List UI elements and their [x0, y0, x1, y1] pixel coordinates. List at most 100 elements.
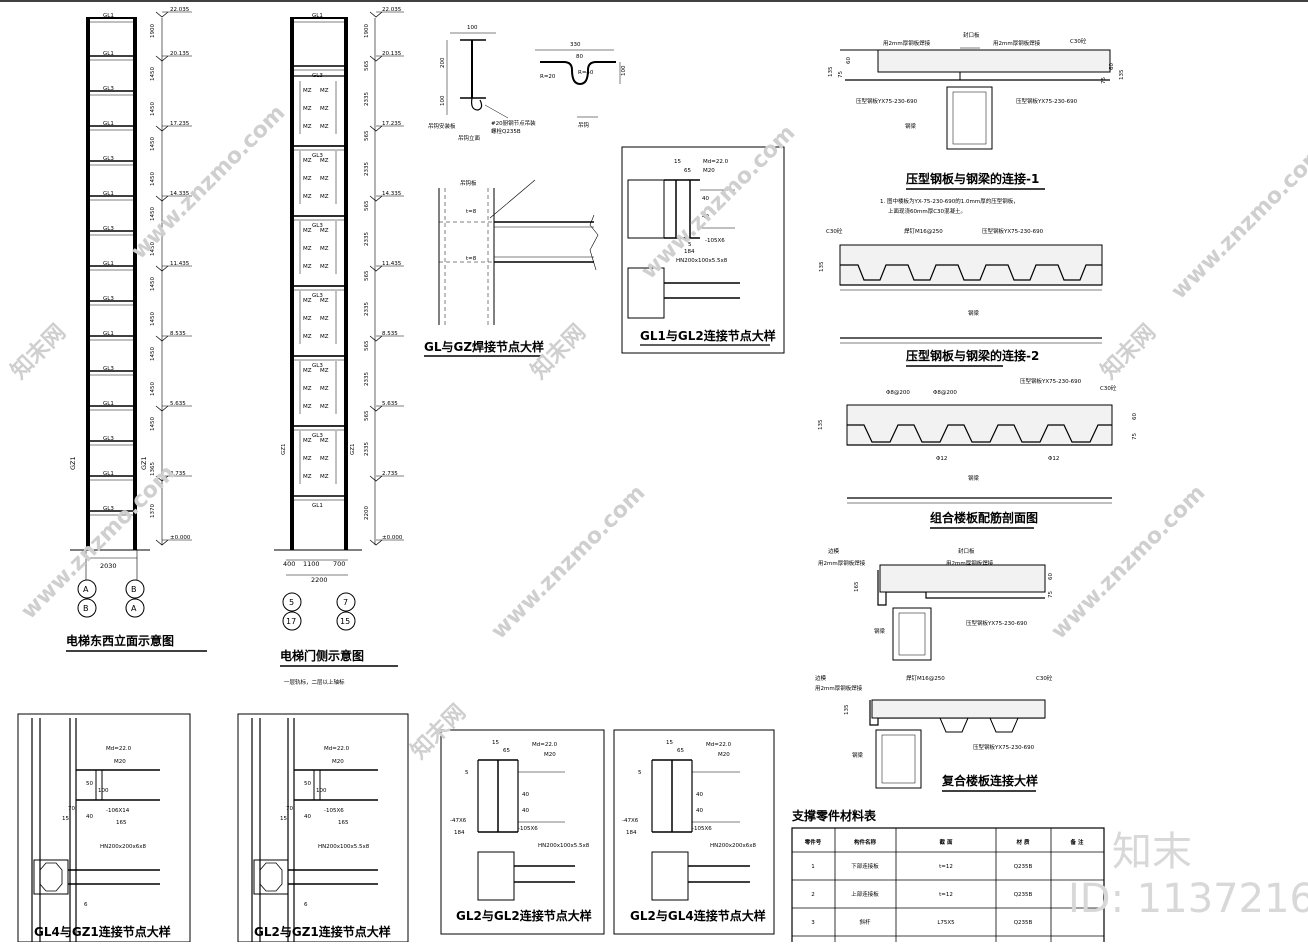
g12-5: 5 — [688, 242, 692, 248]
gz-label-plate: 吊钩板 — [460, 179, 477, 187]
gg4-105x6: -105X6 — [692, 826, 712, 832]
axis-a-top: A — [83, 585, 89, 594]
door-level-mark — [369, 55, 383, 62]
gl2-gz1-detail: Md=22.0 M20 50 100 -105X6 165 70 15 40 H… — [237, 713, 409, 943]
g12-40a: 40 — [702, 196, 709, 202]
d3-phi12-b: Φ12 — [1048, 456, 1059, 462]
gg-47x6: -47X6 — [450, 818, 467, 824]
d4-weld-left: 用2mm厚钢板焊接 — [818, 559, 866, 567]
deck1-note-1: 1. 图中楼板为YX-75-230-690的1.0mm厚的压型钢板， — [880, 197, 1019, 205]
watermark-7: www.znzmo.com — [17, 460, 181, 624]
hook-label-2: 吊钩立面 — [458, 134, 481, 142]
d3-deck: 压型钢板YX75-230-690 — [1020, 377, 1082, 385]
door-level-mark — [369, 125, 383, 132]
gl4-gz1-title: GL4与GZ1连接节点大样 — [34, 924, 171, 939]
beam-label: GL3 — [103, 296, 114, 302]
door-beam-label: GL3 — [312, 153, 323, 159]
d3-beam: 钢梁 — [968, 474, 980, 482]
g2z-165: 165 — [338, 820, 349, 826]
mz-label: MZ — [320, 298, 329, 304]
mz-label: MZ — [320, 368, 329, 374]
d1-60r: 60 — [1109, 63, 1115, 70]
beam-label: GL1 — [103, 261, 114, 267]
deck-edge-detail: 边模 用2mm厚钢板焊接 封口板 用2mm厚钢板焊接 压型钢板YX75-230-… — [818, 547, 1054, 661]
hook-label-3: #20厨钢节点吊装 — [491, 119, 536, 127]
level-value: ±0.000 — [170, 535, 191, 541]
g12-184: 184 — [684, 249, 695, 255]
beam-label: GL3 — [103, 366, 114, 372]
d3-75: 75 — [1132, 433, 1138, 440]
axis-b-bottom: B — [83, 604, 89, 613]
door-level-mark — [369, 405, 383, 412]
deck-reinforcement-section: Φ8@200 Φ8@200 压型钢板YX75-230-690 C30砼 Φ12 … — [818, 377, 1138, 529]
d4-165: 165 — [854, 581, 860, 592]
d4-60: 60 — [1048, 573, 1054, 580]
gz-t8-1: t=8 — [466, 209, 477, 215]
d4-beam: 钢梁 — [874, 627, 886, 635]
gl4-gz1-detail: Md=22.0 M20 50 100 -106X14 165 70 15 40 … — [17, 713, 191, 943]
door-dim: 565 — [364, 200, 370, 211]
beam-label: GL3 — [103, 156, 114, 162]
beam-label: GL1 — [103, 51, 114, 57]
table-cell: 2 — [811, 892, 815, 898]
d1-75r: 75 — [1101, 77, 1107, 84]
deck1-title: 压型钢板与钢梁的连接-1 — [906, 171, 1039, 186]
watermark-id: ID: 1137216208 — [1068, 876, 1308, 922]
mz-label: MZ — [303, 264, 312, 270]
table-cell: 3 — [811, 920, 815, 926]
watermarks: www.znzmo.com 知末网 知末网 www.znzmo.com 知末网 … — [6, 100, 1308, 922]
door-level-value: 2.735 — [382, 471, 398, 477]
table-header: 材 质 — [1017, 838, 1030, 846]
left-width-dim: 2030 — [100, 562, 117, 570]
d1-weld-left: 用2mm厚钢板焊接 — [883, 39, 931, 47]
elev-dim: 1365 — [150, 462, 156, 476]
d3-phi8-b: Φ8@200 — [933, 390, 957, 396]
mz-label: MZ — [303, 298, 312, 304]
gg4-65: 65 — [677, 748, 684, 754]
gl2-gl4-detail: 15 65 Md=22.0 M20 5 -47X6 184 -105X6 HN2… — [613, 729, 775, 935]
gg4-40b: 40 — [696, 808, 703, 814]
beam-label: GL3 — [103, 86, 114, 92]
g12-15: 15 — [674, 159, 681, 165]
g4z-70: 70 — [68, 806, 75, 812]
mz-label: MZ — [303, 106, 312, 112]
gg-184: 184 — [454, 830, 465, 836]
axis-15: 15 — [340, 617, 350, 626]
hook-dim-330: 330 — [570, 42, 581, 48]
table-cell: Q235B — [1014, 864, 1033, 870]
gg-105x6: -105X6 — [518, 826, 538, 832]
mz-label: MZ — [320, 264, 329, 270]
d3-phi8-a: Φ8@200 — [886, 390, 910, 396]
level-mark — [155, 11, 169, 18]
door-level-value: 14.335 — [382, 191, 402, 197]
watermark-2: 知末网 — [6, 319, 71, 384]
g2z-50: 50 — [304, 781, 311, 787]
table-cell: L75X5 — [937, 920, 955, 926]
door-level-value: 11.435 — [382, 261, 402, 267]
hook-label-1: 吊钩安装板 — [428, 122, 456, 130]
level-value: 20.135 — [170, 51, 190, 57]
door-level-mark — [369, 265, 383, 272]
table-cell: Q235B — [1014, 920, 1033, 926]
gz-t8-2: t=8 — [466, 256, 477, 262]
door-dim: 2335 — [364, 162, 370, 176]
d3-phi12-a: Φ12 — [936, 456, 947, 462]
axis-5: 5 — [289, 598, 294, 607]
door-level-value: 20.135 — [382, 51, 402, 57]
d2-beam: 钢梁 — [968, 309, 980, 317]
left-col-label: GZ1 — [69, 456, 77, 470]
elev-dim: 1450 — [150, 312, 156, 326]
mz-label: MZ — [320, 456, 329, 462]
gl2-gl2-title: GL2与GL2连接节点大样 — [456, 908, 592, 923]
d4-weld-right: 用2mm厚钢板焊接 — [946, 559, 994, 567]
gl-gz-detail: t=8 t=8 吊钩板 GL与GZ焊接节点大样 — [424, 179, 599, 357]
watermark-5: 知末网 — [1096, 319, 1161, 384]
mz-label: MZ — [320, 404, 329, 410]
hook-label-5: 吊钩 — [578, 121, 590, 129]
table-title: 支撑零件材料表 — [791, 808, 877, 823]
mz-label: MZ — [320, 158, 329, 164]
d3-c30: C30砼 — [1100, 384, 1117, 392]
mz-label: MZ — [320, 334, 329, 340]
